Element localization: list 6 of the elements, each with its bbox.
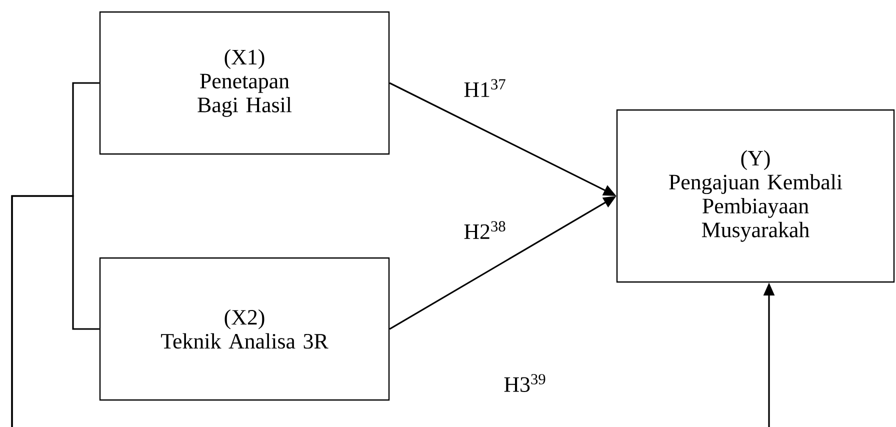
edge-label: H1$^{37}$ <box>462 78 508 98</box>
variable-box: (X1) Penetapan Bagi Hasil <box>99 11 390 155</box>
variable-box: (Y) Pengajuan Kembali Pembiayaan Musyarakah <box>616 109 895 283</box>
edge-label: H2$^{38}$ <box>462 220 508 240</box>
hypothesis-label: H3$^{39}$ <box>504 374 546 392</box>
variable-box: (X2) Teknik Analisa 3R <box>99 257 390 401</box>
